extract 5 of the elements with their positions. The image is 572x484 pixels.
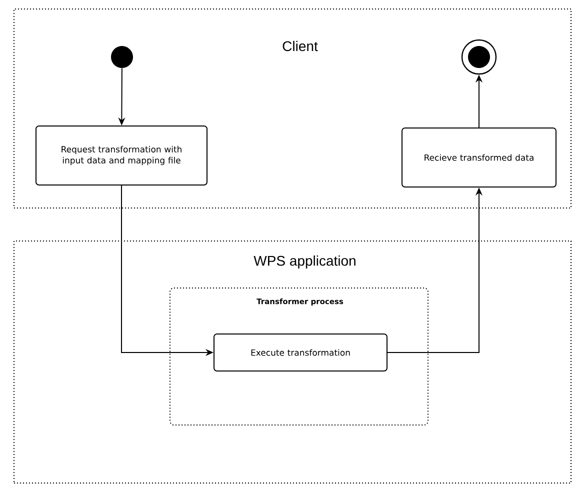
action-box: Execute transformation xyxy=(214,334,388,372)
action-box: Recieve transformed data xyxy=(402,128,556,188)
action-box: Request transformation with input data and mapping file xyxy=(36,126,208,186)
start-dot xyxy=(111,46,133,68)
end-bullseye xyxy=(461,39,497,75)
